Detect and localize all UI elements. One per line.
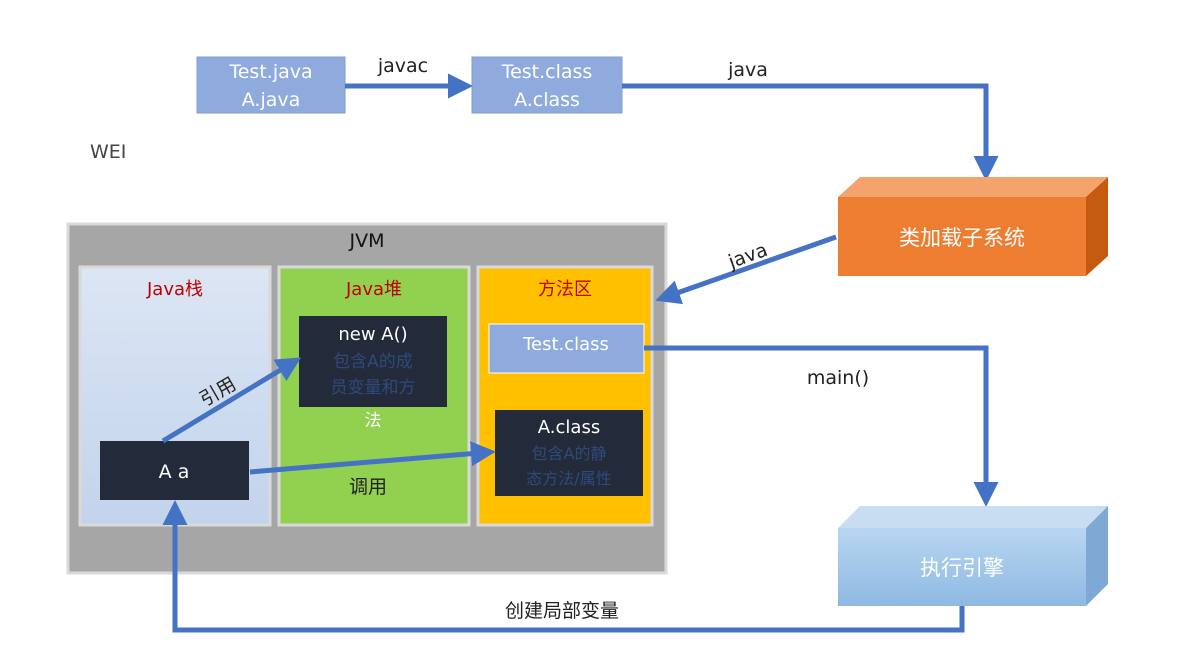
class-loader-subsystem: 类加载子系统: [838, 177, 1108, 276]
test-class-box: [488, 323, 645, 374]
jvm-title: JVM: [349, 230, 385, 252]
java-load-arrow: [622, 83, 999, 181]
heap-object-desc-1: 包含A的成: [333, 352, 413, 372]
heap-object-desc-2: 员变量和方: [331, 378, 416, 398]
heap-object-box: [299, 316, 447, 407]
invoke-arrow: [249, 441, 496, 475]
execution-engine: 执行引擎: [838, 506, 1108, 606]
java-stack-title: Java栈: [146, 279, 203, 300]
local-variable-label: A a: [159, 461, 190, 483]
java-label-top: java: [727, 59, 768, 81]
a-class-desc-2: 态方法/属性: [526, 469, 611, 488]
execution-engine-label: 执行引擎: [920, 556, 1004, 580]
main-arrow: [644, 345, 999, 507]
main-label: main(): [807, 367, 869, 389]
method-area-title: 方法区: [538, 279, 592, 300]
create-local-arrow: [162, 500, 965, 633]
heap-object-title: new A(): [338, 324, 407, 345]
invoke-label: 调用: [349, 476, 387, 498]
javac-label: javac: [377, 55, 428, 77]
class-file-test: Test.class: [501, 61, 593, 83]
heap-object-desc-3: 法: [365, 411, 382, 431]
class-files-box: Test.class A.class: [471, 56, 623, 114]
source-files-box: Test.java A.java: [196, 56, 346, 114]
create-local-label: 创建局部变量: [505, 600, 619, 622]
java-heap-title: Java堆: [345, 279, 402, 300]
method-area-panel: 方法区 Test.class A.class 包含A的静 态方法/属性: [476, 265, 654, 527]
reference-arrow: [161, 357, 302, 444]
watermark-wei: WEI: [90, 141, 126, 163]
class-loader-label: 类加载子系统: [899, 226, 1025, 250]
a-class-label: A.class: [538, 417, 600, 438]
class-file-a: A.class: [514, 89, 580, 111]
source-file-a: A.java: [242, 89, 301, 111]
local-variable-box: [100, 441, 249, 500]
source-file-test: Test.java: [228, 61, 312, 83]
test-class-label: Test.class: [522, 334, 609, 355]
a-class-box: [495, 410, 643, 496]
a-class-desc-1: 包含A的静: [532, 444, 607, 463]
java-heap-panel: Java堆 new A() 包含A的成 员变量和方 法: [277, 265, 471, 527]
java-loading-arrow: [655, 234, 837, 305]
